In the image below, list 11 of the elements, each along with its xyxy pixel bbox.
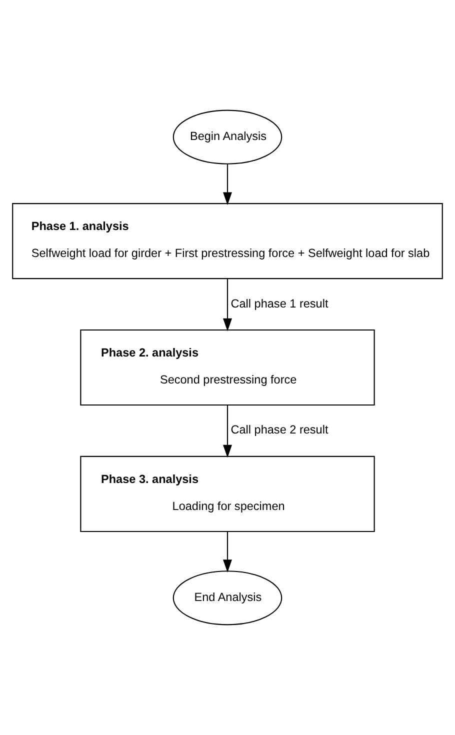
arrow [223,164,232,206]
node-box: Phase 3. analysis Loading for specimen [80,456,375,532]
edge-label: Call phase 2 result [230,424,328,437]
node-box: Phase 1. analysis Selfweight load for girder + First prestressing force + Selfweight load for slab [12,203,443,280]
node-ellipse: Begin Analysis [172,110,282,164]
node-ellipse: End Analysis [172,570,282,626]
arrow [223,532,232,572]
arrow [223,278,232,332]
arrow [223,405,232,458]
edge-label: Call phase 1 result [230,297,328,310]
node-box: Phase 2. analysis Second prestressing force [80,329,375,406]
